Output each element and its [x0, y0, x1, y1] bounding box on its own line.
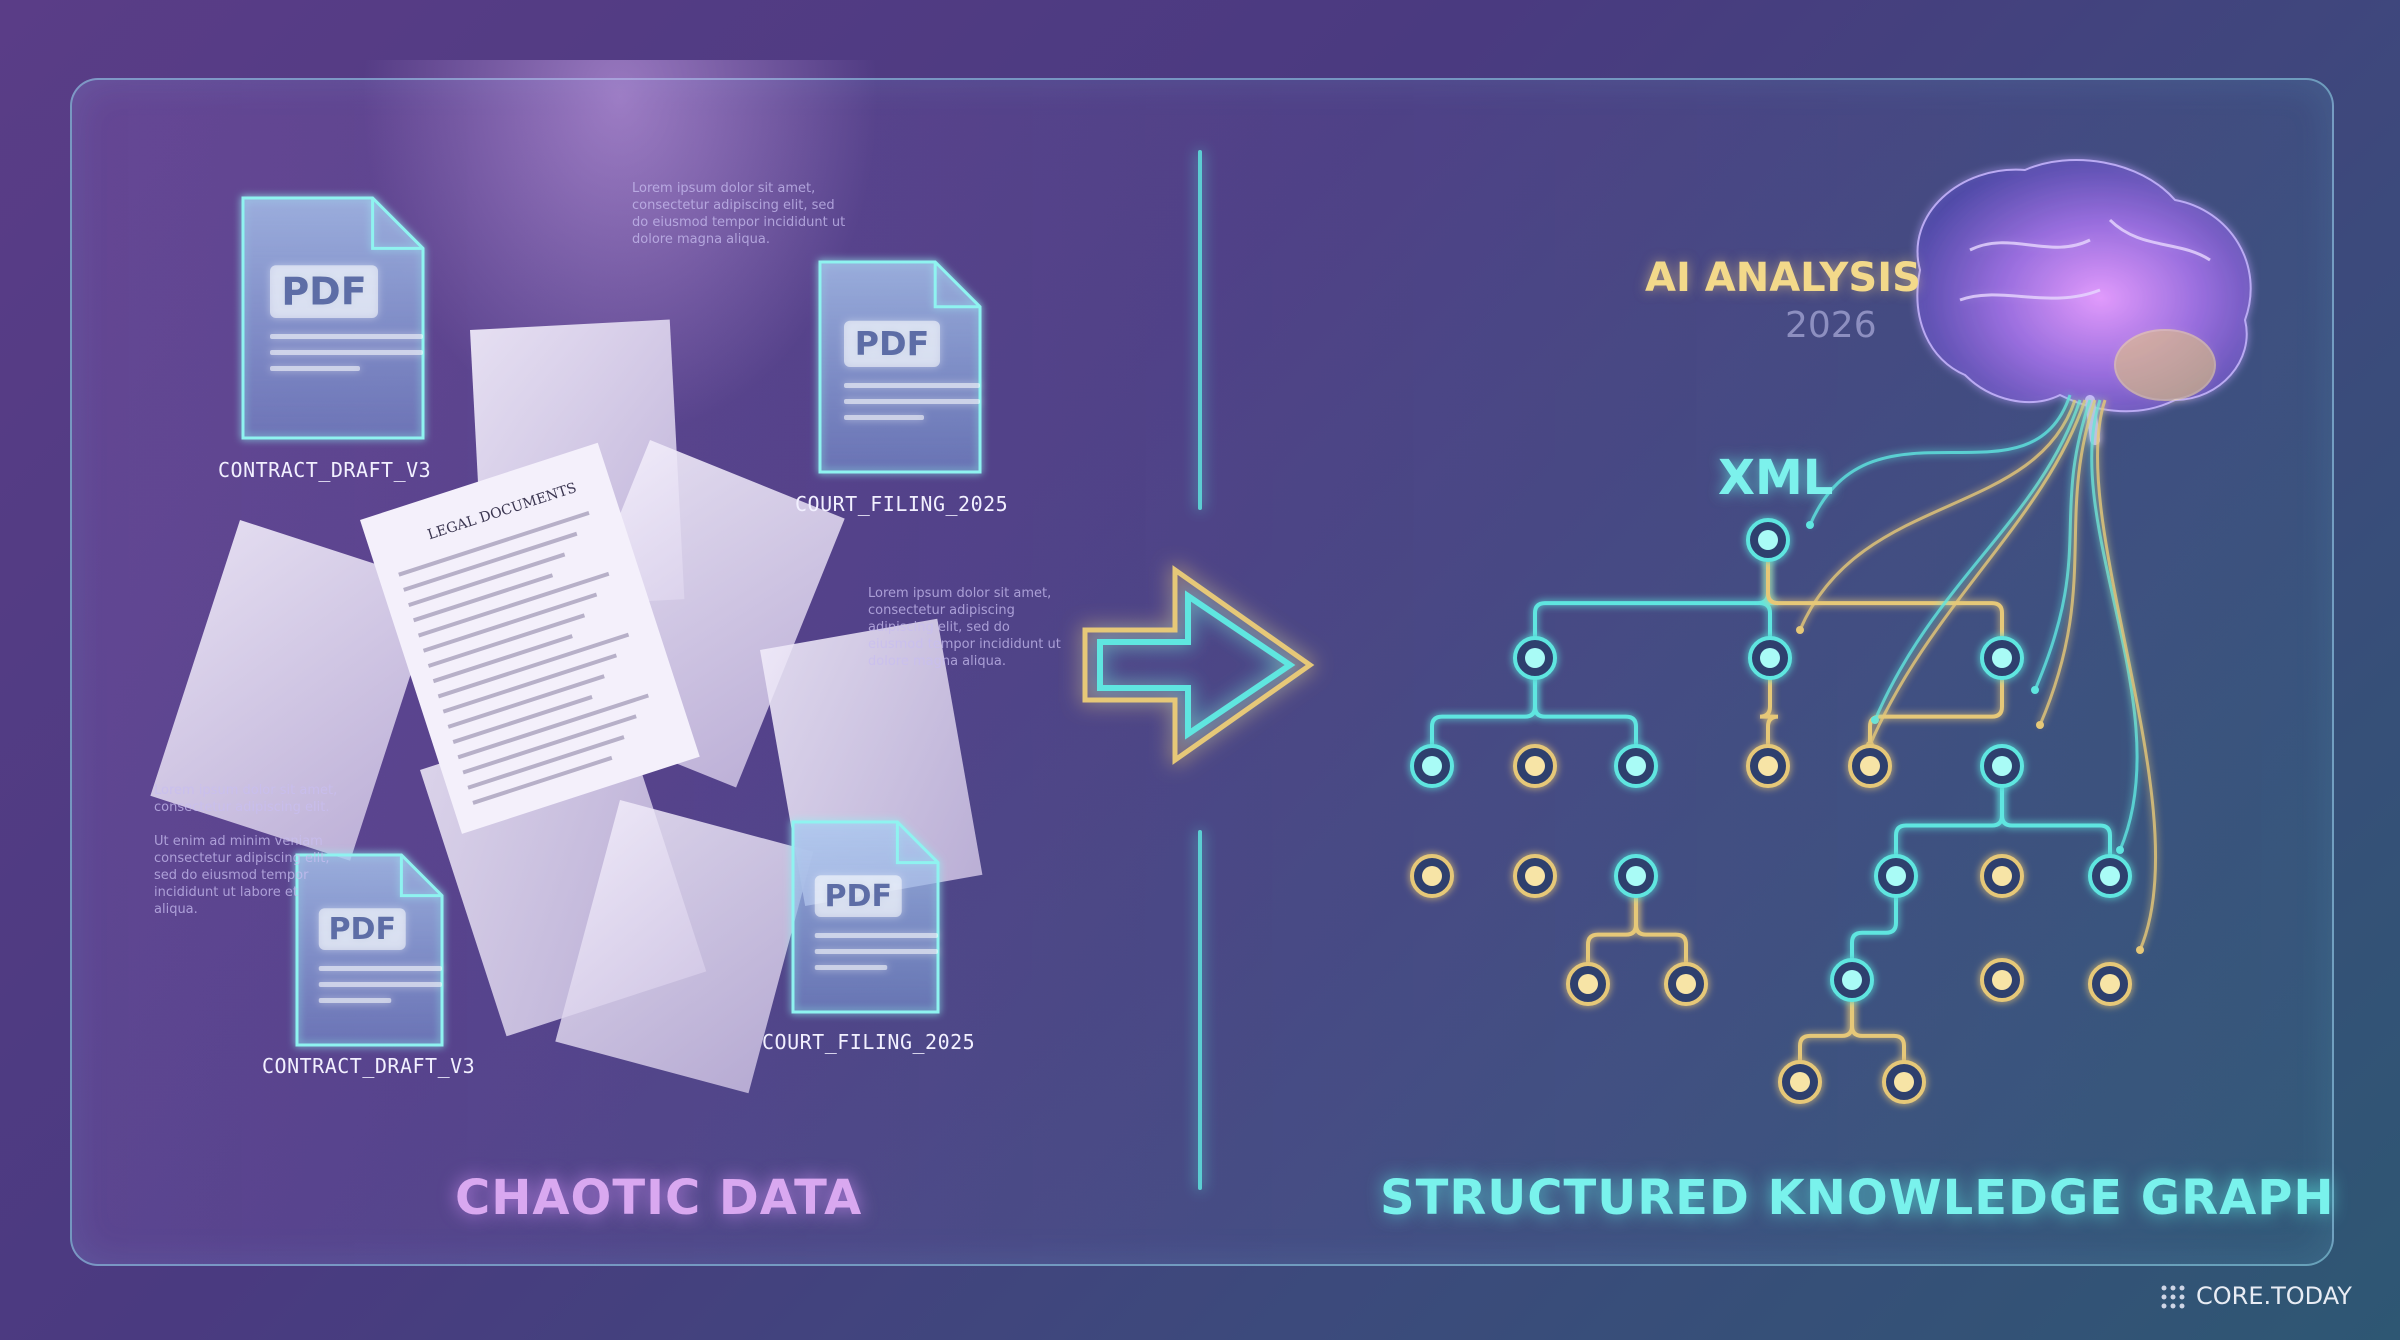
- knowledge-graph-title: STRUCTURED KNOWLEDGE GRAPH: [1380, 1170, 2335, 1226]
- graph-node: [1748, 636, 1792, 680]
- ai-analysis-year: 2026: [1785, 305, 1877, 346]
- graph-node: [1614, 854, 1658, 898]
- grid-logo-icon: [2161, 1285, 2185, 1309]
- pdf-file-icon: PDF: [818, 260, 982, 474]
- lorem-block: Lorem ipsum dolor sit amet, consectetur …: [154, 783, 338, 917]
- paper-line: [417, 571, 610, 638]
- paper-line: [452, 695, 593, 744]
- paper-line: [442, 653, 618, 714]
- file-label: COURT_FILING_2025: [762, 1030, 976, 1054]
- tree-edge: [1533, 658, 1638, 766]
- graph-node: [1980, 744, 2024, 788]
- graph-node: [1830, 958, 1874, 1002]
- paper-line: [427, 613, 586, 668]
- graph-node: [1980, 636, 2024, 680]
- paper-line: [403, 531, 578, 592]
- brain-wire: [2090, 399, 2139, 851]
- graph-node: [1746, 744, 1790, 788]
- graph-node: [1410, 744, 1454, 788]
- brain-wire: [1868, 399, 2087, 746]
- brain-wire: [1798, 399, 2077, 631]
- lorem-block: Lorem ipsum dolor sit amet, consectetur …: [632, 181, 846, 247]
- graph-node: [1882, 1060, 1926, 1104]
- brand-logo-text: CORE.TODAY: [2196, 1282, 2352, 1310]
- graph-node: [1513, 744, 1557, 788]
- graph-node: [1980, 958, 2024, 1002]
- tree-edge: [1850, 980, 1906, 1082]
- paper-line: [467, 735, 625, 790]
- paper-line: [462, 714, 637, 775]
- wire-endpoint: [2031, 686, 2039, 694]
- paper-line: [413, 573, 554, 623]
- ai-analysis-title: AI ANALYSIS: [1645, 255, 1921, 301]
- tree-edge: [1430, 658, 1537, 766]
- brain-wire: [1808, 394, 2072, 526]
- tree-edge: [1868, 658, 2004, 766]
- tree-edge: [2000, 766, 2112, 876]
- wire-endpoint: [2036, 721, 2044, 729]
- pdf-icon-text: PDF: [824, 879, 892, 914]
- pdf-file-icon: PDF: [791, 820, 940, 1014]
- file-label: COURT_FILING_2025: [795, 492, 1009, 516]
- brain-icon: [1916, 159, 2252, 445]
- graph-node: [1513, 636, 1557, 680]
- graph-node: [1980, 854, 2024, 898]
- graph-node: [1778, 1060, 1822, 1104]
- tree-edge: [1766, 540, 2004, 658]
- pdf-file-icon: PDF: [295, 853, 444, 1047]
- graph-node: [2088, 854, 2132, 898]
- wire-endpoint: [2136, 946, 2144, 954]
- pdf-icon-text: PDF: [328, 912, 396, 947]
- paper-sheet-main: LEGAL DOCUMENTS: [360, 442, 700, 834]
- paper-line: [398, 510, 590, 577]
- paper-stack: LEGAL DOCUMENTS: [150, 319, 983, 1094]
- graph-node: [1874, 854, 1918, 898]
- arrow-right-icon: [1082, 565, 1315, 765]
- graph-node: [1746, 518, 1790, 562]
- wire-endpoint: [1871, 716, 1879, 724]
- paper-line: [432, 634, 573, 684]
- pdf-icon-text: PDF: [855, 324, 930, 363]
- paper-line: [447, 674, 605, 729]
- paper-line: [437, 632, 630, 699]
- tree-edge: [1894, 766, 2004, 876]
- tree-edge: [1850, 876, 1898, 980]
- paper-line: [457, 693, 649, 760]
- tree-edge: [1634, 876, 1688, 984]
- chaotic-data-title: CHAOTIC DATA: [455, 1170, 863, 1226]
- graph-node: [1410, 854, 1454, 898]
- wire-endpoint: [2116, 846, 2124, 854]
- xml-label: XML: [1718, 450, 1834, 506]
- brain-wire: [2038, 399, 2097, 726]
- graph-node: [1614, 744, 1658, 788]
- wire-endpoint: [1806, 521, 1814, 529]
- brain-wire: [1873, 399, 2082, 721]
- paper-line: [472, 755, 613, 805]
- pdf-file-icon: PDF: [241, 196, 425, 440]
- graph-node: [1566, 962, 1610, 1006]
- graph-node: [1513, 854, 1557, 898]
- graph-node: [1848, 744, 1892, 788]
- pdf-icon-text: PDF: [281, 269, 366, 313]
- file-label: CONTRACT_DRAFT_V3: [218, 458, 432, 482]
- center-divider-top: [1198, 150, 1202, 510]
- brain-wire: [2033, 399, 2092, 691]
- wire-endpoint: [1796, 626, 1804, 634]
- file-label: CONTRACT_DRAFT_V3: [262, 1054, 476, 1078]
- tree-edge: [1759, 658, 1779, 766]
- paper-sheet: [555, 800, 814, 1094]
- lorem-block: Lorem ipsum dolor sit amet, consectetur …: [868, 586, 1061, 669]
- paper-sheet: [150, 520, 440, 861]
- tree-edge: [1533, 540, 1770, 658]
- graph-node: [2088, 962, 2132, 1006]
- brain-wire: [2096, 399, 2158, 951]
- paper-line: [422, 592, 598, 653]
- paper-line: [408, 552, 566, 608]
- graph-node: [1664, 962, 1708, 1006]
- center-divider-bottom: [1198, 830, 1202, 1190]
